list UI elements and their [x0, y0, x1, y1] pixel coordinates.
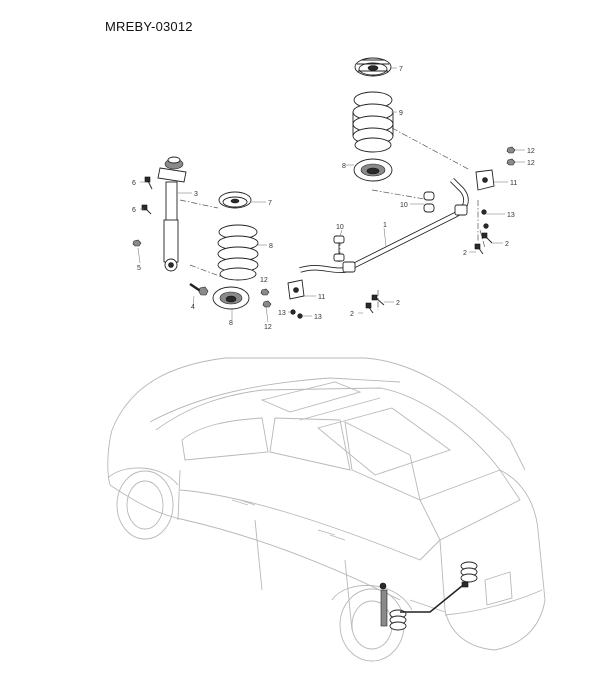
callout-5: 5 [137, 265, 141, 272]
leader-lines [137, 67, 525, 323]
callout-7-upper: 7 [399, 66, 403, 73]
callout-10-mid: 10 [336, 224, 344, 231]
callout-12-right-b: 12 [527, 160, 535, 167]
callout-2-right-a: 2 [505, 241, 509, 248]
callout-6-upper: 6 [132, 180, 136, 187]
callout-12-left-b: 12 [264, 324, 272, 331]
coil-spring-9 [352, 91, 394, 153]
bolts-2-center [365, 294, 385, 314]
callout-11-right: 11 [510, 180, 517, 187]
callout-11-left: 11 [318, 294, 325, 301]
bushing-10-right [423, 191, 435, 213]
callout-13-right: 13 [507, 212, 515, 219]
callout-6-lower: 6 [132, 207, 136, 214]
callout-3: 3 [194, 191, 198, 198]
diagram-code: MREBY-03012 [105, 19, 193, 34]
stabilizer-bar-1 [299, 178, 469, 274]
washers-13-right [481, 209, 489, 229]
bolt-4 [189, 282, 209, 296]
shock-absorber-3 [157, 156, 187, 272]
assembly-guide-lines [179, 127, 486, 310]
nuts-12-right [506, 146, 516, 166]
callout-2-center-b: 2 [350, 311, 354, 318]
callout-1: 1 [383, 222, 387, 229]
callout-12-right-a: 12 [527, 148, 535, 155]
upper-spring-seat-7-mid [218, 191, 252, 209]
nut-5 [132, 239, 142, 247]
callout-8-mid: 8 [269, 243, 273, 250]
vehicle-outline [107, 357, 546, 662]
end-link-10 [333, 235, 345, 262]
callout-labels: 7 9 8 12 12 11 10 13 2 2 6 3 6 7 8 10 1 … [132, 66, 535, 331]
callout-2-right-b: 2 [463, 250, 467, 257]
callout-12-left-a: 12 [260, 277, 268, 284]
coil-spring-8-mid [217, 224, 259, 281]
bracket-11-right [475, 169, 495, 191]
callout-13-left-b: 13 [314, 314, 322, 321]
vehicle-suspension-highlight [379, 561, 478, 631]
callout-10-right: 10 [400, 202, 408, 209]
bracket-11-left [287, 279, 305, 300]
callout-2-center-a: 2 [396, 300, 400, 307]
bolts-6 [141, 176, 153, 215]
nuts-12-left [260, 288, 272, 308]
callout-9: 9 [399, 110, 403, 117]
callout-7-mid: 7 [268, 200, 272, 207]
bolts-2-right [474, 232, 493, 255]
lower-spring-seat-8-upper [353, 158, 393, 182]
callout-4: 4 [191, 304, 195, 311]
callout-13-left-a: 13 [278, 310, 286, 317]
callout-8-lower: 8 [229, 320, 233, 327]
upper-spring-seat-7 [354, 57, 392, 77]
washers-13-left [290, 309, 303, 319]
callout-8-upper: 8 [342, 163, 346, 170]
lower-spring-seat-8-mid [212, 286, 250, 310]
